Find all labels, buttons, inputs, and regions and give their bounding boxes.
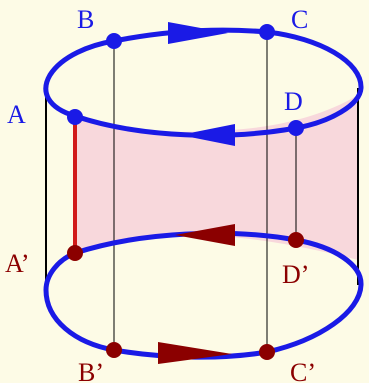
point-Aprime xyxy=(67,245,83,261)
label-D: D xyxy=(284,87,303,116)
point-Bprime xyxy=(106,342,122,358)
label-Dprime: D’ xyxy=(282,260,309,289)
label-Cprime: C’ xyxy=(290,358,316,383)
arrow-Dprime-to-Aprime xyxy=(175,224,235,246)
point-Cprime xyxy=(259,344,275,360)
point-Dprime xyxy=(288,232,304,248)
arrow-Bprime-to-Cprime xyxy=(158,342,232,364)
shaded-band xyxy=(75,95,358,260)
label-B: B xyxy=(77,5,94,34)
label-A: A xyxy=(7,100,26,129)
bottom-loop xyxy=(43,230,364,360)
arrow-B-to-C xyxy=(168,22,228,44)
point-A xyxy=(67,109,83,125)
point-C xyxy=(259,24,275,40)
label-Aprime: A’ xyxy=(5,249,30,278)
point-D xyxy=(288,120,304,136)
point-B xyxy=(106,33,122,49)
label-C: C xyxy=(291,5,308,34)
label-Bprime: B’ xyxy=(78,358,104,383)
arrow-D-to-A xyxy=(180,124,235,146)
